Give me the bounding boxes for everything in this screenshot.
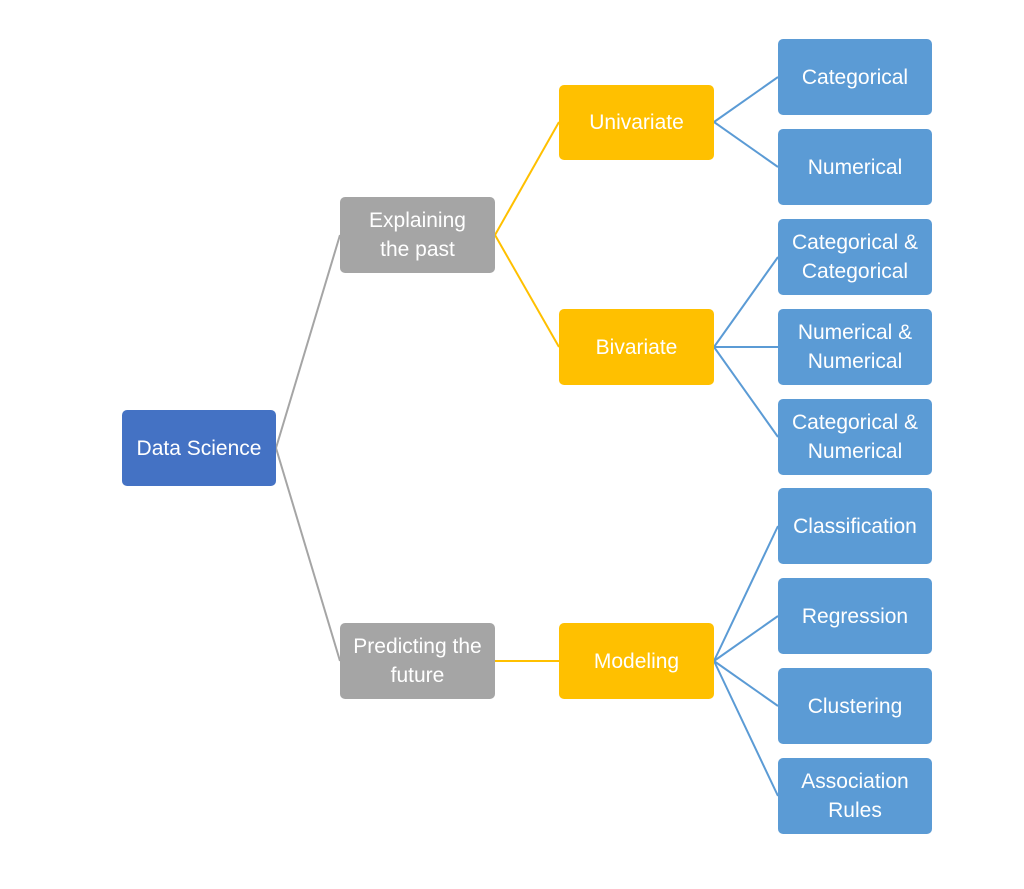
node-predicting-the-future: Predicting the future: [340, 623, 495, 699]
connector-modeling-classification: [713, 525, 779, 662]
leaf-clustering: Clustering: [778, 668, 932, 744]
node-explaining-the-past: Explaining the past: [340, 197, 495, 273]
leaf-categorical-numerical: Categorical & Numerical: [778, 399, 932, 475]
leaf-association-rules: Association Rules: [778, 758, 932, 834]
node-data-science: Data Science: [122, 410, 276, 486]
connector-bivariate-cat-cat: [713, 256, 779, 348]
connector-modeling-clustering: [713, 660, 779, 707]
leaf-regression: Regression: [778, 578, 932, 654]
connector-bivariate-cat-num: [713, 346, 779, 438]
connector-univariate-categorical: [713, 76, 779, 123]
leaf-categorical: Categorical: [778, 39, 932, 115]
connector-modeling-association: [713, 660, 779, 797]
connector-root-predicting: [275, 447, 341, 662]
connector-explaining-bivariate: [494, 234, 560, 348]
node-modeling: Modeling: [559, 623, 714, 699]
connector-explaining-univariate: [494, 121, 560, 236]
leaf-categorical-categorical: Categorical & Categorical: [778, 219, 932, 295]
connector-root-explaining: [275, 234, 341, 449]
node-bivariate: Bivariate: [559, 309, 714, 385]
connector-univariate-numerical: [713, 121, 779, 168]
leaf-classification: Classification: [778, 488, 932, 564]
node-univariate: Univariate: [559, 85, 714, 160]
leaf-numerical-numerical: Numerical & Numerical: [778, 309, 932, 385]
connector-modeling-regression: [713, 615, 779, 662]
leaf-numerical: Numerical: [778, 129, 932, 205]
